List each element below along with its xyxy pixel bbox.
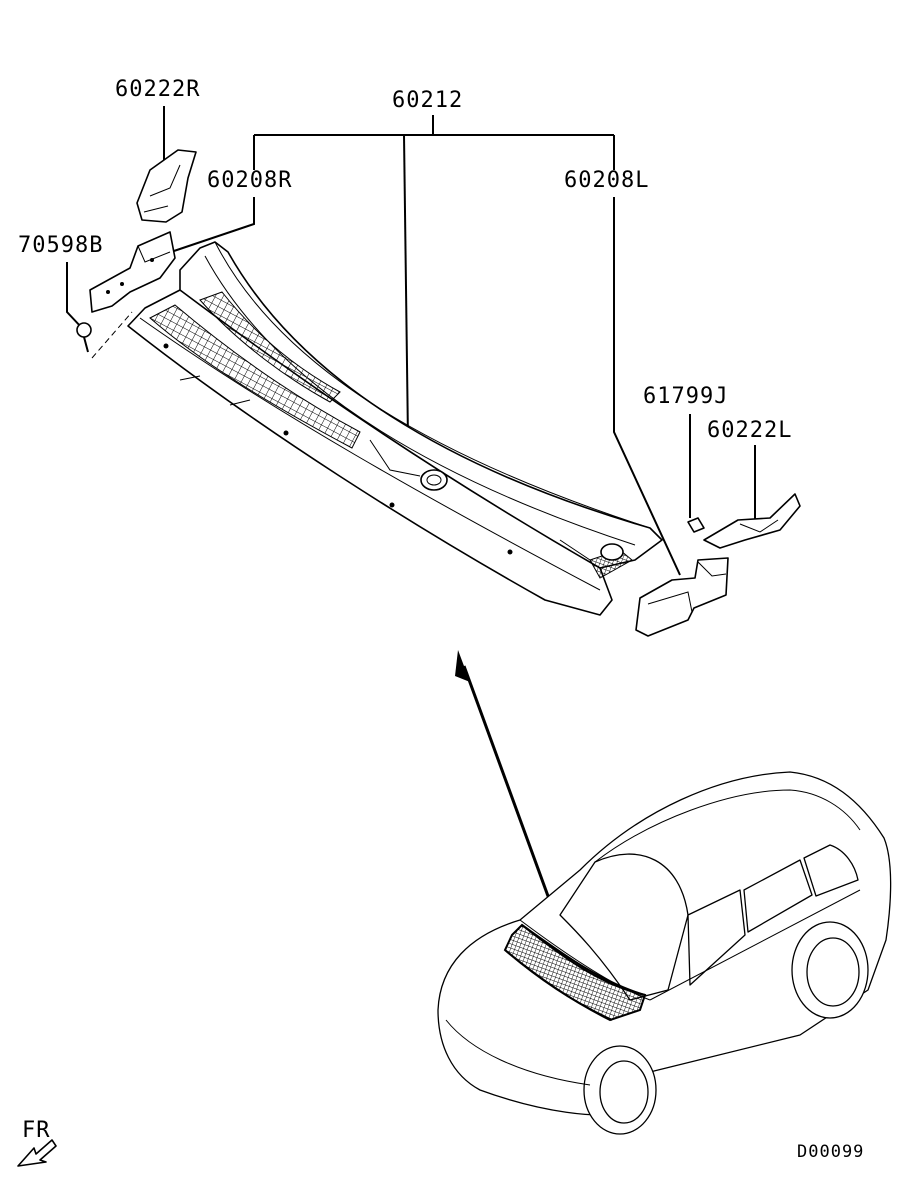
part-61799J (687, 517, 705, 533)
part-60222R (136, 149, 197, 223)
front-label: FR (22, 1118, 51, 1143)
part-60208L (635, 557, 729, 637)
part-70598B-clip (76, 322, 92, 353)
label-70598B: 70598B (18, 233, 103, 258)
vehicle-illustration (437, 771, 892, 1135)
part-60208R (89, 231, 176, 313)
label-60222R: 60222R (115, 77, 200, 102)
label-60222L: 60222L (707, 418, 792, 443)
label-61799J: 61799J (643, 384, 728, 409)
part-60212-cowl-assembly (127, 241, 663, 616)
leader-lines (66, 106, 756, 576)
diagram-code: D00099 (797, 1142, 864, 1162)
label-60208L: 60208L (564, 168, 649, 193)
label-60212: 60212 (392, 88, 463, 113)
location-pointer-arrow (455, 650, 558, 919)
front-direction-arrow-icon (17, 1139, 57, 1167)
label-60208R: 60208R (207, 168, 292, 193)
part-60222L (703, 493, 801, 549)
